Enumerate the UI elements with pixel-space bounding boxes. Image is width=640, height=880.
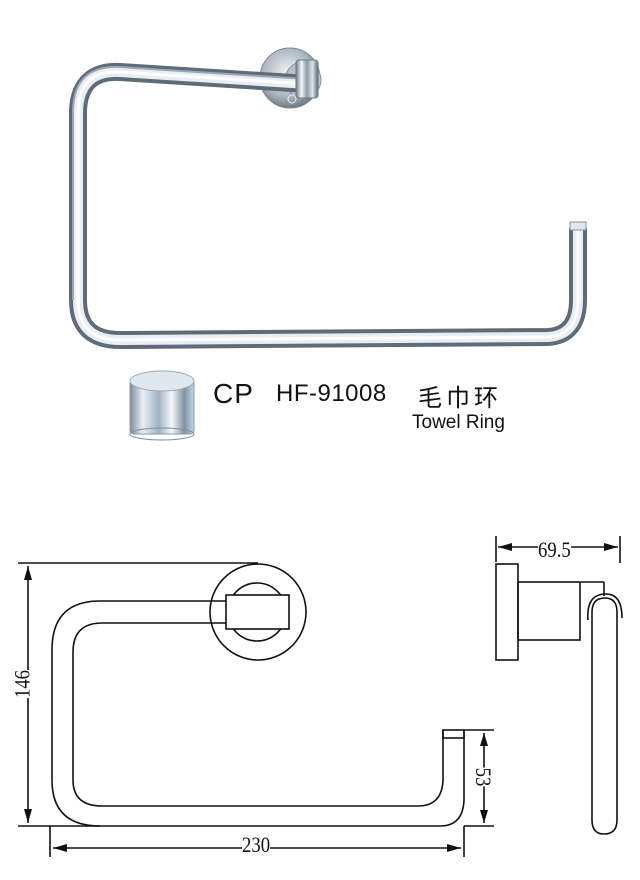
- front-view-ring-outer: [51, 600, 465, 827]
- dimension-hook-height: 53: [471, 767, 496, 787]
- dimension-height: 146: [9, 669, 35, 699]
- product-name-chinese: 毛巾环: [418, 384, 502, 412]
- chrome-finish-swatch-icon: [129, 370, 195, 441]
- product-name-english: Towel Ring: [412, 412, 505, 433]
- front-view-plate: [209, 563, 307, 661]
- dimension-depth: 69.5: [538, 537, 571, 562]
- mounting-post: [295, 59, 319, 99]
- side-view-ring: [591, 597, 618, 835]
- side-view-plate: [495, 563, 519, 661]
- model-number: HF-91008: [276, 380, 387, 407]
- finish-code: CP: [213, 378, 254, 409]
- dimension-width: 230: [242, 832, 271, 857]
